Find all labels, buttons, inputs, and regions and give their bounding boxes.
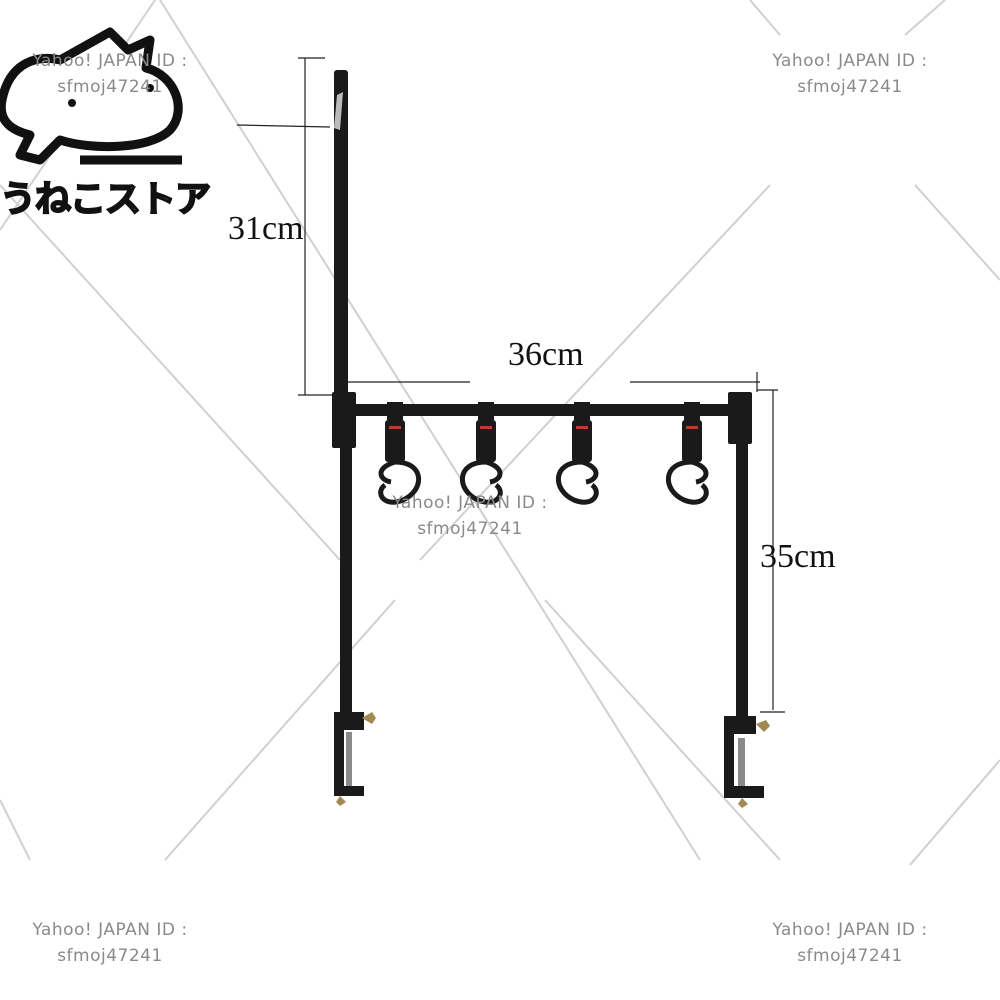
dimension-label-leg-height: 35cm (760, 538, 836, 575)
watermark-center: Yahoo! JAPAN ID : sfmoj47241 (365, 490, 575, 542)
watermark-lines (0, 0, 1000, 866)
watermark-id-label: Yahoo! JAPAN ID : (32, 920, 188, 940)
cat-face-icon (0, 27, 183, 165)
watermark-id-label: Yahoo! JAPAN ID : (32, 51, 188, 71)
cat-eyes (68, 84, 154, 107)
table-clamps (334, 712, 770, 808)
dimension-lines (236, 57, 785, 713)
dimension-label-top-height: 31cm (228, 210, 304, 247)
watermark-id-value: sfmoj47241 (797, 946, 903, 966)
watermark-bottom-left: Yahoo! JAPAN ID : sfmoj47241 (5, 917, 215, 969)
watermark-id-value: sfmoj47241 (797, 77, 903, 97)
watermark-id-value: sfmoj47241 (417, 519, 523, 539)
store-logo-text: うねこストア (0, 178, 212, 221)
rack-frame (332, 70, 752, 720)
watermark-id-value: sfmoj47241 (57, 946, 163, 966)
watermark-id-label: Yahoo! JAPAN ID : (772, 920, 928, 940)
top-hook-icon (334, 92, 343, 130)
s-hooks (378, 402, 709, 505)
watermark-bottom-right: Yahoo! JAPAN ID : sfmoj47241 (745, 917, 955, 969)
watermark-id-value: sfmoj47241 (57, 77, 163, 97)
dimension-label-width: 36cm (508, 336, 584, 373)
watermark-id-label: Yahoo! JAPAN ID : (772, 51, 928, 71)
watermark-id-label: Yahoo! JAPAN ID : (392, 493, 548, 513)
watermark-top-right: Yahoo! JAPAN ID : sfmoj47241 (745, 48, 955, 100)
watermark-top-left: Yahoo! JAPAN ID : sfmoj47241 (5, 48, 215, 100)
